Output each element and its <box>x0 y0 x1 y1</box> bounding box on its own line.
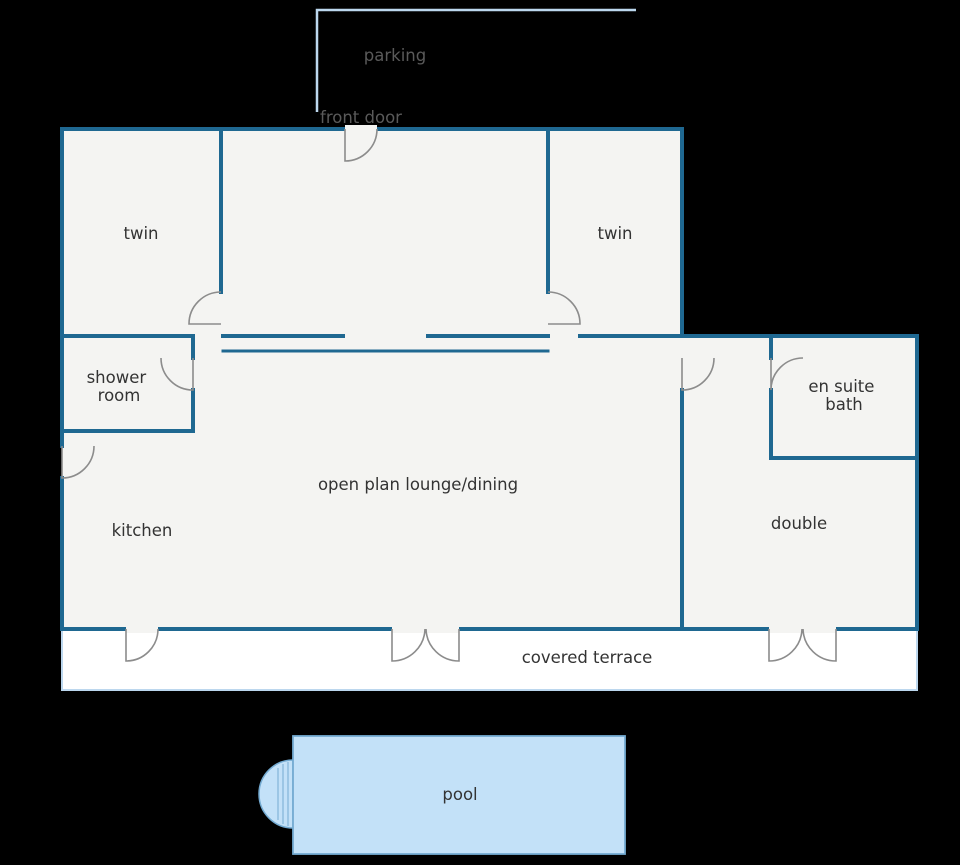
walls <box>60 127 919 631</box>
label-kitchen: kitchen <box>112 521 173 540</box>
door-openings <box>126 125 836 633</box>
pool <box>258 735 626 855</box>
doors <box>61 128 837 662</box>
terrace-door-kitchen-opening <box>126 625 158 633</box>
front-door-opening <box>345 125 377 133</box>
door-shower-room[interactable] <box>160 357 194 391</box>
label-shower-room-line-1: shower <box>87 368 147 387</box>
door-twin-right[interactable] <box>547 291 581 325</box>
covered-terrace <box>61 628 918 691</box>
label-ensuite: en suite bath <box>808 377 879 414</box>
pool-basin <box>292 735 626 855</box>
door-kitchen-side[interactable] <box>61 445 95 479</box>
label-twin-right: twin <box>597 224 632 243</box>
outer-wall <box>60 127 919 631</box>
label-twin-left: twin <box>123 224 158 243</box>
label-front-door: front door <box>320 108 402 127</box>
door-double[interactable] <box>681 357 715 391</box>
label-lounge: open plan lounge/dining <box>318 475 518 494</box>
door-ensuite[interactable] <box>770 357 804 391</box>
east-wing-floor <box>682 336 917 629</box>
terrace-door-lounge-right[interactable] <box>425 628 460 662</box>
terrace-door-lounge-opening <box>392 625 459 633</box>
pool-steps <box>258 759 294 829</box>
label-pool: pool <box>442 785 477 804</box>
house-floor <box>62 129 682 629</box>
door-twin-left[interactable] <box>188 291 222 325</box>
room-labels: parking front door twin twin shower room… <box>87 46 879 804</box>
parking-area <box>315 8 636 112</box>
front-door[interactable] <box>344 128 378 162</box>
label-double: double <box>771 514 827 533</box>
terrace-door-double-left[interactable] <box>768 628 803 662</box>
terrace-door-double-opening <box>769 625 836 633</box>
label-shower-room-line-2: room <box>98 386 141 405</box>
label-parking: parking <box>364 46 426 65</box>
terrace-door-kitchen[interactable] <box>125 628 159 662</box>
parking-boundary <box>315 8 636 112</box>
label-terrace: covered terrace <box>522 648 653 667</box>
label-ensuite-line-2: bath <box>825 395 863 414</box>
label-ensuite-line-1: en suite <box>808 377 874 396</box>
pool-step-lines <box>277 762 289 826</box>
terrace-door-lounge-left[interactable] <box>391 628 426 662</box>
terrace-door-double-right[interactable] <box>802 628 837 662</box>
label-shower-room: shower room <box>87 368 152 405</box>
